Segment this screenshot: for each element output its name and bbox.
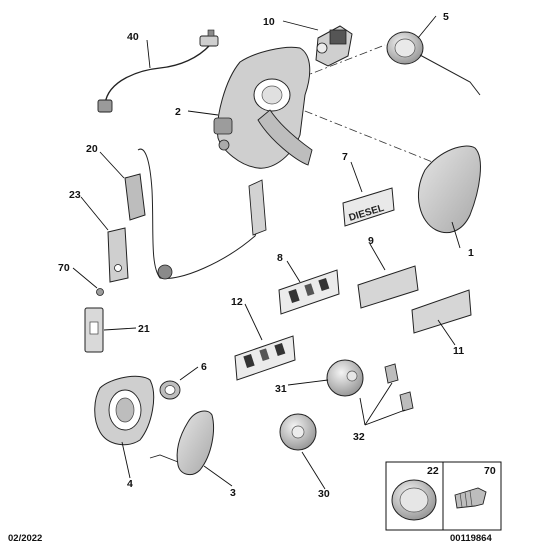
- callout-11: 11: [453, 345, 464, 357]
- callout-12: 12: [231, 296, 243, 308]
- part-21-clip: [84, 307, 104, 353]
- callout-6: 6: [201, 361, 207, 373]
- alignment-lines: [289, 44, 441, 166]
- part-8-fuel-label: [278, 269, 340, 315]
- callout-70: 70: [58, 262, 70, 274]
- callout-40: 40: [127, 31, 139, 43]
- part-22-plug: [391, 479, 437, 521]
- callout-31: 31: [275, 383, 287, 395]
- part-32-keys: [384, 363, 414, 412]
- inset-label-70: 70: [484, 465, 496, 477]
- part-5-filler-cap: [386, 31, 481, 96]
- callout-4: 4: [127, 478, 133, 490]
- callout-1: 1: [468, 247, 474, 259]
- part-30-cap: [279, 413, 317, 451]
- part-12-fuel-label: [234, 335, 296, 381]
- part-20-release-lever: [124, 148, 267, 280]
- part-10-actuator: [315, 25, 353, 67]
- part-11-plate: [411, 289, 472, 334]
- footer-reference: 00119864: [450, 533, 492, 544]
- callout-2: 2: [175, 106, 181, 118]
- part-7-diesel-badge: DIESEL: [342, 187, 395, 227]
- part-23-bracket: [107, 227, 129, 283]
- callout-30: 30: [318, 488, 330, 500]
- inset-label-22: 22: [427, 465, 439, 477]
- callout-7: 7: [342, 151, 348, 163]
- footer-date: 02/2022: [8, 533, 42, 544]
- callout-20: 20: [86, 143, 98, 155]
- part-9-plate: [357, 265, 419, 309]
- callout-numbers: 10 5 40 2 7 20 23 70 21 1 9 8 12 11 6 4 …: [58, 11, 474, 500]
- part-70-screw: [454, 487, 487, 509]
- part-4-filler-surround: [94, 375, 155, 446]
- callout-5: 5: [443, 11, 449, 23]
- part-31-cap: [326, 359, 364, 397]
- callout-23: 23: [69, 189, 81, 201]
- inset-box: 22 70: [385, 461, 502, 531]
- callout-9: 9: [368, 235, 374, 247]
- callout-3: 3: [230, 487, 236, 499]
- callout-leaders: [72, 15, 461, 490]
- part-6-grommet: [159, 380, 181, 400]
- part-40-wiring-harness: [97, 29, 219, 113]
- callout-8: 8: [277, 252, 283, 264]
- part-70-screw-small: [96, 288, 104, 296]
- callout-32: 32: [353, 431, 365, 443]
- part-2-filler-housing: [213, 46, 313, 169]
- part-3-flap-panel: [149, 410, 214, 476]
- part-1-fuel-flap: [418, 145, 481, 234]
- callout-21: 21: [138, 323, 150, 335]
- callout-10: 10: [263, 16, 275, 28]
